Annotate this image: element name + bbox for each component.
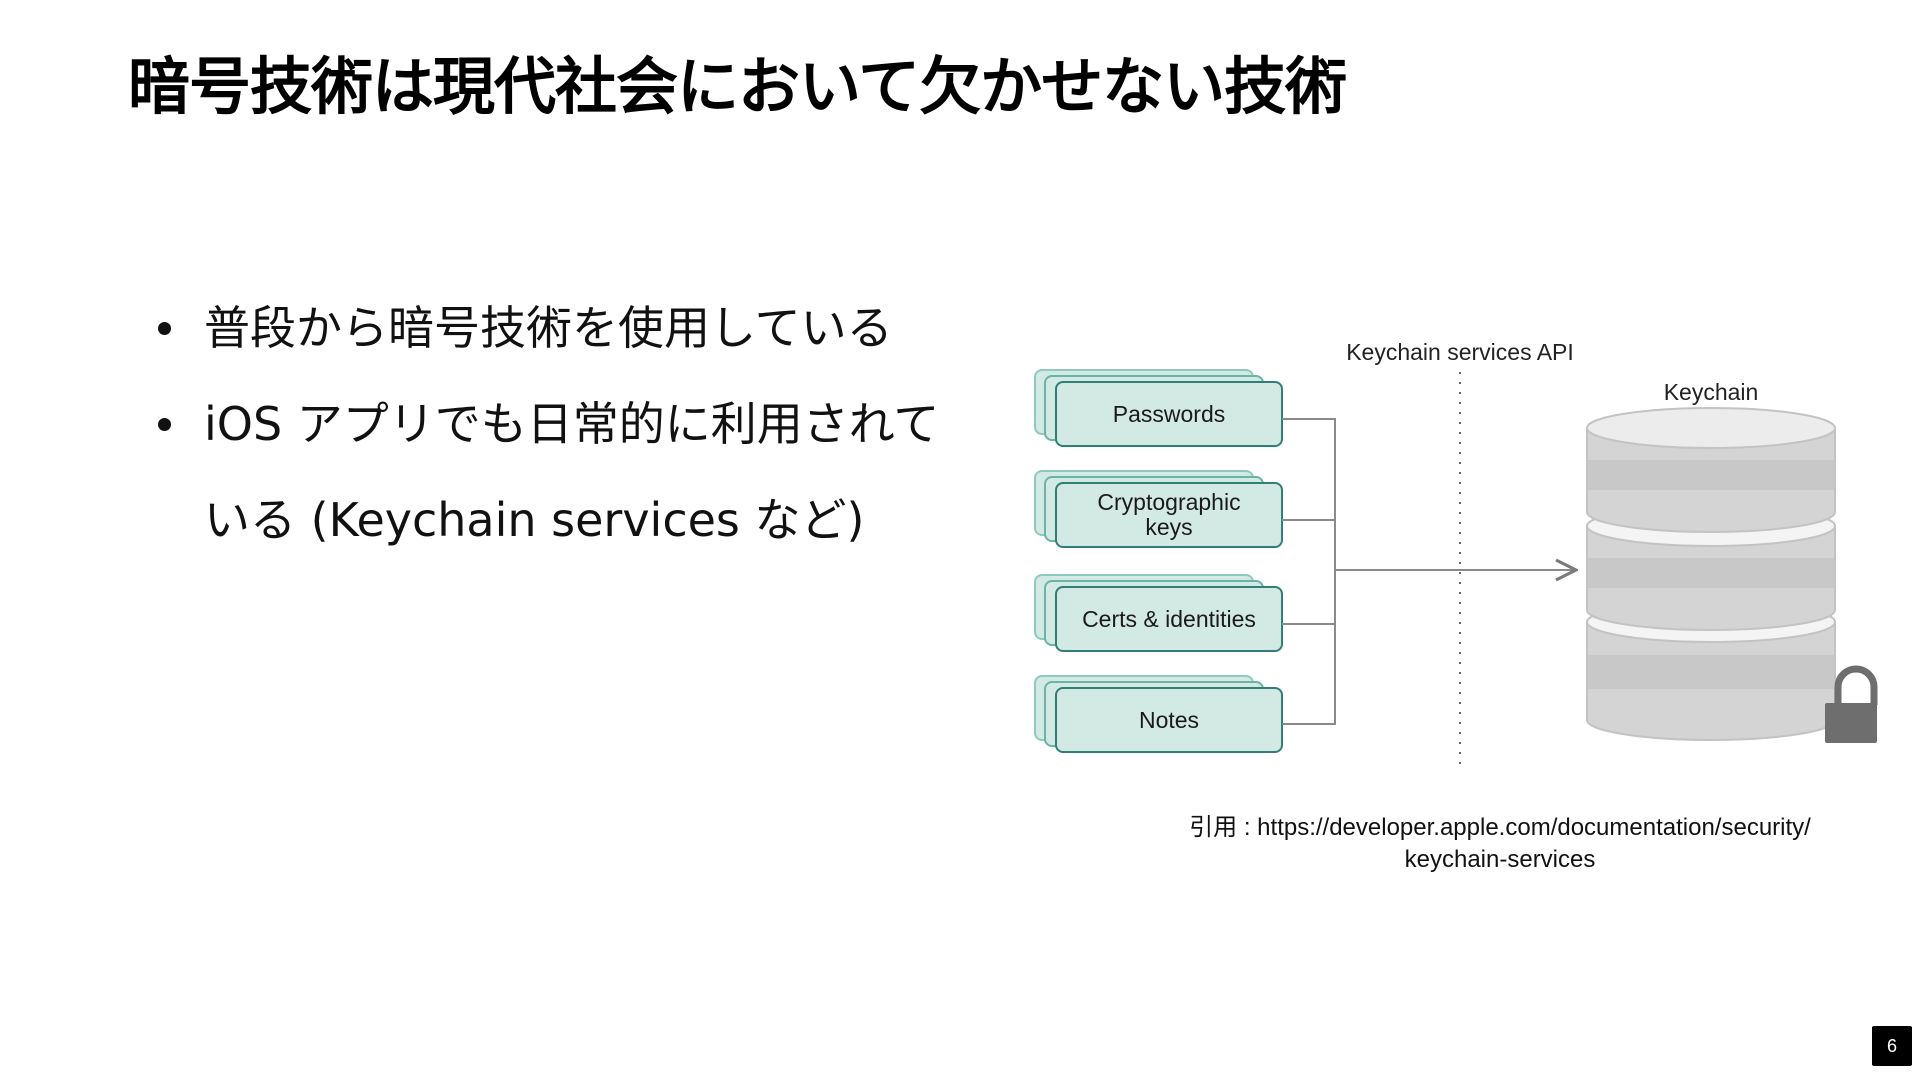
bullet-item: 普段から暗号技術を使用している bbox=[152, 280, 972, 376]
citation-line: 引用 : https://developer.apple.com/documen… bbox=[1189, 814, 1811, 841]
item-card-certs-identities: Certs & identities bbox=[1034, 574, 1283, 652]
bullet-dot bbox=[158, 418, 171, 431]
page-number: 6 bbox=[1872, 1026, 1912, 1066]
lock-icon bbox=[1825, 665, 1878, 743]
bullet-text: 普段から暗号技術を使用している bbox=[204, 301, 893, 355]
item-label: keys bbox=[1145, 514, 1192, 540]
item-label: Passwords bbox=[1113, 401, 1225, 427]
bullet-item: iOS アプリでも日常的に利用されている (Keychain services … bbox=[152, 376, 972, 568]
item-card-passwords: Passwords bbox=[1034, 369, 1283, 447]
item-card-notes: Notes bbox=[1034, 675, 1283, 753]
keychain-label: Keychain bbox=[1664, 379, 1759, 405]
database-icon bbox=[1586, 407, 1836, 741]
api-label: Keychain services API bbox=[1346, 339, 1574, 365]
citation: 引用 : https://developer.apple.com/documen… bbox=[1140, 812, 1860, 876]
citation-line: keychain-services bbox=[1404, 846, 1596, 873]
item-label: Certs & identities bbox=[1082, 606, 1256, 632]
bullet-text: iOS アプリでも日常的に利用されている (Keychain services … bbox=[204, 397, 940, 547]
connector-lines bbox=[1282, 418, 1336, 725]
bullet-list: 普段から暗号技術を使用している iOS アプリでも日常的に利用されている (Ke… bbox=[152, 280, 972, 568]
item-card-cryptographic-keys: Cryptographic keys bbox=[1034, 470, 1283, 548]
slide-title: 暗号技術は現代社会において欠かせない技術 bbox=[128, 50, 1347, 123]
keychain-diagram: Keychain services API Keychain Passwords… bbox=[1034, 339, 1878, 770]
item-label: Notes bbox=[1139, 707, 1199, 733]
bullet-dot bbox=[158, 322, 171, 335]
item-label: Cryptographic bbox=[1097, 489, 1240, 515]
